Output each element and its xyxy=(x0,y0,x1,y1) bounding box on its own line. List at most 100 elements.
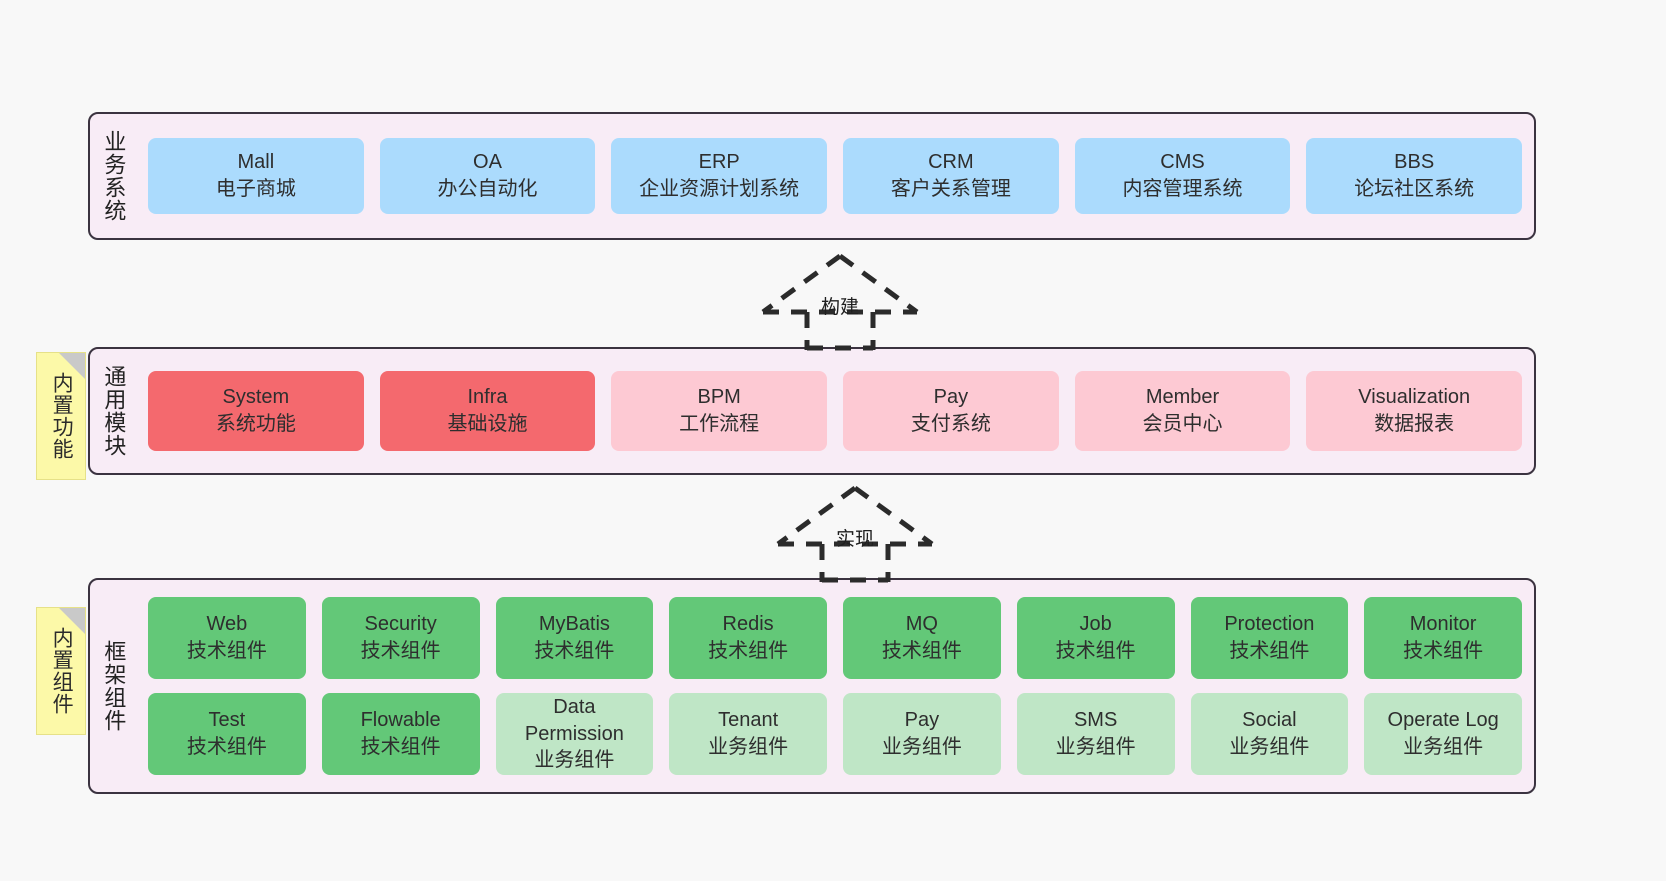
component-redis[interactable]: Redis 技术组件 xyxy=(669,597,827,679)
cell-desc: 支付系统 xyxy=(910,413,991,435)
cell-desc: 技术组件 xyxy=(881,640,962,662)
cell-desc: 技术组件 xyxy=(186,640,267,662)
cell-desc: 技术组件 xyxy=(360,640,441,662)
cell-desc: 数据报表 xyxy=(1374,413,1455,435)
cell-name: Tenant xyxy=(718,709,779,732)
component-operate-log[interactable]: Operate Log 业务组件 xyxy=(1364,693,1522,775)
cell-name: BBS xyxy=(1394,151,1435,174)
cell-desc: 业务组件 xyxy=(1403,736,1484,758)
component-social[interactable]: Social 业务组件 xyxy=(1190,693,1349,775)
layer-common-modules-title: 通用模块 xyxy=(101,365,127,457)
cell-name: Visualization xyxy=(1358,386,1471,409)
cell-desc: 业务组件 xyxy=(708,736,789,758)
layer-business-systems: 业务系统 Mall 电子商城 OA 办公自动化 ERP 企业资源计划系统 CRM… xyxy=(88,112,1536,240)
cell-name: Monitor xyxy=(1409,613,1477,636)
cell-desc: 论坛社区系统 xyxy=(1354,178,1475,200)
business-system-bbs[interactable]: BBS 论坛社区系统 xyxy=(1306,138,1523,214)
cell-desc: 技术组件 xyxy=(1055,640,1136,662)
arrow-implement-label: 实现 xyxy=(835,529,875,550)
component-data-permission[interactable]: Data Permission 业务组件 xyxy=(495,693,654,775)
cell-desc: 企业资源计划系统 xyxy=(639,178,800,200)
cell-name: MQ xyxy=(905,613,938,636)
framework-business-row: Test 技术组件 Flowable 技术组件 Data Permission … xyxy=(148,693,1522,775)
component-web[interactable]: Web 技术组件 xyxy=(148,597,306,679)
sticky-note-builtin-features: 内置功能 xyxy=(36,352,86,480)
cell-desc: 办公自动化 xyxy=(437,178,538,200)
cell-desc: 业务组件 xyxy=(534,749,615,772)
sticky-note-label: 内置功能 xyxy=(50,372,74,460)
component-job[interactable]: Job 技术组件 xyxy=(1016,597,1175,679)
cell-desc: 技术组件 xyxy=(360,736,441,758)
business-system-mall[interactable]: Mall 电子商城 xyxy=(148,138,364,214)
cell-name: Protection xyxy=(1224,613,1315,636)
cell-name: Pay xyxy=(904,709,940,732)
cell-desc: 工作流程 xyxy=(679,413,760,435)
component-tenant[interactable]: Tenant 业务组件 xyxy=(669,693,827,775)
cell-name: BPM xyxy=(697,386,741,409)
cell-name: ERP xyxy=(698,151,740,174)
component-protection[interactable]: Protection 技术组件 xyxy=(1190,597,1349,679)
cell-desc: 技术组件 xyxy=(1229,640,1310,662)
cell-desc: 会员中心 xyxy=(1142,413,1223,435)
framework-tech-row: Web 技术组件 Security 技术组件 MyBatis 技术组件 Redi… xyxy=(148,597,1522,679)
business-system-oa[interactable]: OA 办公自动化 xyxy=(379,138,596,214)
arrow-build-label: 构建 xyxy=(820,297,860,318)
business-system-erp[interactable]: ERP 企业资源计划系统 xyxy=(611,138,828,214)
cell-name: MyBatis xyxy=(538,613,610,636)
business-systems-row: Mall 电子商城 OA 办公自动化 ERP 企业资源计划系统 CRM 客户关系… xyxy=(148,138,1523,214)
cell-name: Infra xyxy=(467,386,508,409)
business-system-crm[interactable]: CRM 客户关系管理 xyxy=(843,138,1059,214)
module-system[interactable]: System 系统功能 xyxy=(148,371,364,451)
cell-desc: 系统功能 xyxy=(215,413,296,435)
module-bpm[interactable]: BPM 工作流程 xyxy=(611,371,828,451)
cell-desc: 技术组件 xyxy=(708,640,789,662)
common-modules-row: System 系统功能 Infra 基础设施 BPM 工作流程 Pay 支付系统… xyxy=(148,371,1523,451)
module-infra[interactable]: Infra 基础设施 xyxy=(379,371,596,451)
cell-name: Member xyxy=(1145,386,1220,409)
cell-desc: 技术组件 xyxy=(186,736,267,758)
layer-framework-components-title: 框架组件 xyxy=(101,640,127,732)
component-pay[interactable]: Pay 业务组件 xyxy=(843,693,1001,775)
business-system-cms[interactable]: CMS 内容管理系统 xyxy=(1074,138,1291,214)
cell-name: CMS xyxy=(1160,151,1205,174)
arrow-build: 构建 xyxy=(745,250,935,351)
cell-desc: 业务组件 xyxy=(881,736,962,758)
layer-common-modules: 通用模块 System 系统功能 Infra 基础设施 BPM 工作流程 Pay… xyxy=(88,347,1536,475)
cell-name: Web xyxy=(206,613,248,636)
cell-desc: 内容管理系统 xyxy=(1122,178,1243,200)
cell-name: OA xyxy=(473,151,502,174)
cell-desc: 电子商城 xyxy=(215,178,296,200)
module-visualization[interactable]: Visualization 数据报表 xyxy=(1306,371,1523,451)
component-security[interactable]: Security 技术组件 xyxy=(321,597,480,679)
component-mq[interactable]: MQ 技术组件 xyxy=(843,597,1001,679)
component-test[interactable]: Test 技术组件 xyxy=(148,693,306,775)
sticky-note-label: 内置组件 xyxy=(50,627,74,715)
arrow-implement: 实现 xyxy=(760,482,950,583)
layer-business-systems-body: Mall 电子商城 OA 办公自动化 ERP 企业资源计划系统 CRM 客户关系… xyxy=(136,114,1534,238)
cell-name: Redis xyxy=(722,613,774,636)
cell-desc: 技术组件 xyxy=(534,640,615,662)
cell-name: System xyxy=(222,386,290,409)
cell-name: Flowable xyxy=(360,709,441,732)
module-member[interactable]: Member 会员中心 xyxy=(1074,371,1291,451)
cell-desc: 业务组件 xyxy=(1229,736,1310,758)
cell-name: Job xyxy=(1079,613,1112,636)
layer-common-modules-body: System 系统功能 Infra 基础设施 BPM 工作流程 Pay 支付系统… xyxy=(136,349,1534,473)
cell-name: Social xyxy=(1242,709,1297,732)
cell-name: Mall xyxy=(237,151,275,174)
module-pay[interactable]: Pay 支付系统 xyxy=(843,371,1059,451)
cell-name: Operate Log xyxy=(1387,709,1499,732)
cell-desc: 业务组件 xyxy=(1055,736,1136,758)
sticky-note-builtin-components: 内置组件 xyxy=(36,607,86,735)
cell-name: Security xyxy=(364,613,437,636)
cell-name: Pay xyxy=(933,386,969,409)
cell-desc: 技术组件 xyxy=(1403,640,1484,662)
component-monitor[interactable]: Monitor 技术组件 xyxy=(1364,597,1522,679)
cell-desc: 客户关系管理 xyxy=(890,178,1011,200)
component-flowable[interactable]: Flowable 技术组件 xyxy=(321,693,480,775)
cell-name: SMS xyxy=(1073,709,1118,732)
cell-desc: 基础设施 xyxy=(447,413,528,435)
cell-name: Data Permission xyxy=(524,696,624,745)
component-sms[interactable]: SMS 业务组件 xyxy=(1016,693,1175,775)
component-mybatis[interactable]: MyBatis 技术组件 xyxy=(495,597,654,679)
